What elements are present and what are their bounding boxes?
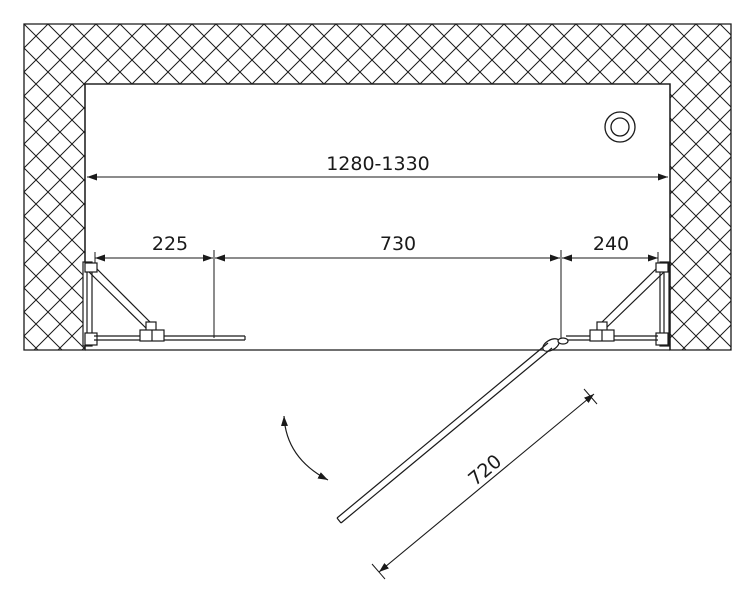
dimension-right-panel: 240 (562, 233, 658, 262)
swing-arrow-icon (280, 415, 329, 481)
wall-inner-edge (84, 83, 671, 350)
dimension-door: 720 (371, 388, 598, 580)
door-hinge (542, 337, 569, 352)
dimension-center-opening: 730 (215, 233, 560, 262)
drain-icon (604, 111, 636, 143)
right-fixed-panel (566, 261, 670, 347)
dimension-door-label: 720 (464, 450, 506, 490)
wall-hatched (23, 23, 732, 351)
door-leaf (336, 342, 553, 524)
dimension-overall-label: 1280-1330 (326, 153, 430, 175)
dimension-left-panel: 225 (95, 233, 213, 262)
left-fixed-panel (82, 261, 246, 347)
dimension-overall: 1280-1330 (87, 153, 668, 181)
dimension-left-label: 225 (152, 233, 188, 255)
dimension-right-label: 240 (593, 233, 629, 255)
extension-lines (94, 250, 659, 338)
dimension-center-label: 730 (380, 233, 416, 255)
